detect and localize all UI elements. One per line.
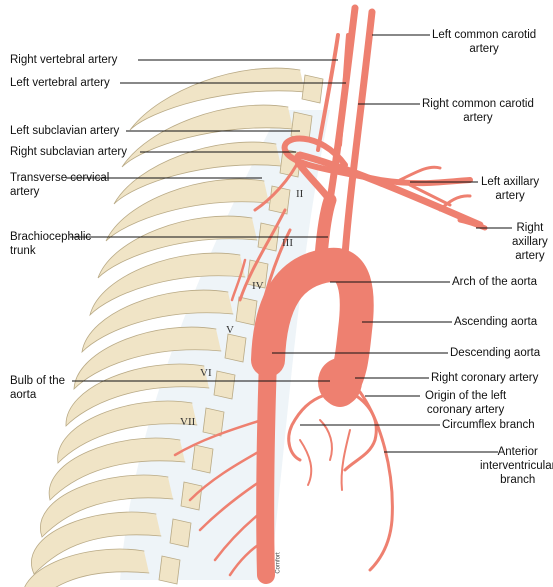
vertebra <box>246 259 269 289</box>
vertebra <box>180 481 203 511</box>
vertebra <box>158 555 181 585</box>
rib <box>65 363 210 427</box>
vertebra <box>213 370 236 400</box>
label-right-vertebral-artery: Right vertebral artery <box>10 54 118 66</box>
label-ascending-aorta: Ascending aorta <box>454 316 538 328</box>
label-origin-left-coronary: Origin of the left coronary artery <box>425 390 507 416</box>
vertebra <box>169 518 192 548</box>
label-left-common-carotid: Left common carotid artery <box>432 29 537 55</box>
vertebra <box>235 296 258 326</box>
right-vertebral-vessel <box>316 33 340 152</box>
left-common-carotid-vessel <box>341 8 376 259</box>
label-descending-aorta: Descending aorta <box>450 347 541 359</box>
vertebra-numeral: II <box>296 188 304 200</box>
artist-signature: Comfort <box>275 552 282 574</box>
descending-aorta <box>256 351 277 584</box>
vertebra-numeral: IV <box>252 280 264 292</box>
label-right-coronary-artery: Right coronary artery <box>431 372 539 384</box>
vertebra <box>301 74 324 104</box>
label-transverse-cervical-artery: Transverse cervical artery <box>10 172 110 198</box>
label-circumflex-branch: Circumflex branch <box>442 419 535 431</box>
rib <box>105 178 270 242</box>
label-left-subclavian-artery: Left subclavian artery <box>10 125 120 137</box>
vertebra-numeral: VI <box>200 367 212 379</box>
vertebra <box>224 333 247 363</box>
anterior-interventricular-vessel <box>358 390 394 572</box>
label-left-axillary-artery: Left axillary artery <box>481 176 540 202</box>
rib <box>129 67 306 131</box>
rib-cage <box>24 67 330 587</box>
label-arch-of-aorta: Arch of the aorta <box>452 276 538 288</box>
right-coronary-vessel <box>287 393 327 462</box>
rib <box>48 437 186 501</box>
rib <box>97 215 258 279</box>
left-vertebral-vessel <box>338 33 350 147</box>
left-subclavian-vessel <box>281 135 473 187</box>
aortic-arch <box>251 247 374 407</box>
rib <box>57 400 198 464</box>
label-anterior-interventricular-branch: Anterior interventricular branch <box>480 446 553 486</box>
vertebra-numeral: III <box>282 237 293 249</box>
aortic-bulb <box>318 358 362 406</box>
vertebra-numeral: VII <box>180 416 196 428</box>
label-bulb-of-aorta: Bulb of the aorta <box>10 375 65 401</box>
label-right-axillary-artery: Right axillary artery <box>512 222 548 262</box>
rib <box>40 474 174 538</box>
rib <box>31 511 162 575</box>
vertebra <box>202 407 225 437</box>
label-brachiocephalic-trunk: Brachiocephalic trunk <box>10 231 92 257</box>
rib <box>89 252 246 317</box>
label-right-common-carotid: Right common carotid artery <box>422 98 534 124</box>
vertebra <box>191 444 214 474</box>
rib <box>81 289 234 354</box>
rib <box>113 141 282 205</box>
brachiocephalic-trunk-vessel <box>313 193 337 277</box>
arteries <box>173 4 488 584</box>
rib <box>24 548 150 587</box>
label-right-subclavian-artery: Right subclavian artery <box>10 146 127 158</box>
rib <box>73 326 222 391</box>
label-left-vertebral-artery: Left vertebral artery <box>10 77 110 89</box>
vertebra-numeral: V <box>226 324 234 336</box>
right-subclavian-vessel <box>293 151 484 229</box>
